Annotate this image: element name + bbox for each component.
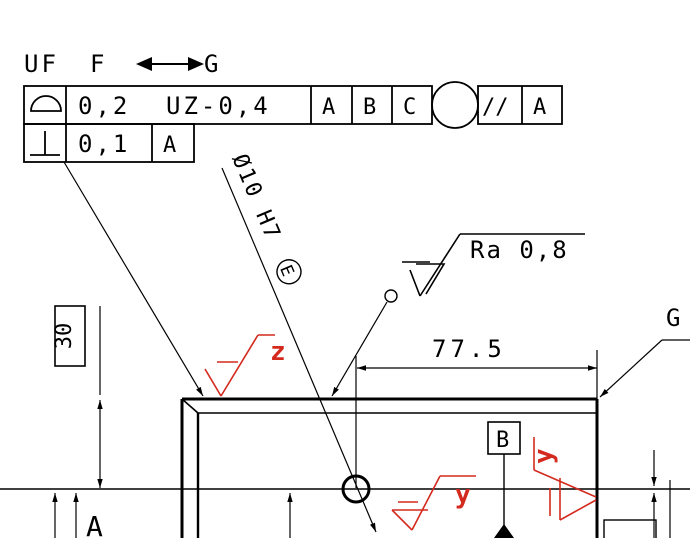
leader-g [599, 339, 663, 398]
perpendicularity-icon [30, 131, 60, 156]
hole-circle [341, 474, 371, 504]
right-box [603, 519, 657, 538]
fcf1-modifier: UZ-0,4 [166, 92, 271, 120]
dimension-30-text: 30 [52, 323, 77, 350]
red-finish-z [204, 334, 275, 397]
envelope-circle [276, 259, 302, 285]
header-f-label: F [90, 50, 104, 78]
feature-control-frame-perpendicularity [23, 123, 195, 163]
profile-of-surface-icon [30, 95, 62, 112]
leader-hole [221, 167, 377, 533]
parallelism-icon: // [482, 95, 509, 120]
hole-callout-text: Ø10 H7 [226, 151, 285, 245]
red-finish-y [391, 475, 476, 531]
fcf2-tolerance: 0,1 [78, 130, 130, 158]
fcf1-datum-c: C [403, 95, 416, 120]
part-outline [0, 397, 690, 538]
header-g-label: G [204, 50, 218, 78]
double-arrow-icon [136, 57, 204, 71]
leader-roughness [331, 301, 388, 397]
leader-fcf2 [63, 161, 204, 397]
roughness-leader-dot [384, 289, 398, 303]
parallelism-datum: A [533, 95, 546, 120]
red-label-z: z [270, 337, 286, 367]
fcf2-datum: A [163, 133, 176, 158]
fcf1-datum-b: B [363, 95, 376, 120]
roughness-value: Ra 0,8 [470, 236, 569, 264]
header-uf-label: UF [24, 50, 59, 78]
datum-b-label: B [496, 428, 509, 453]
circle-icon [431, 81, 479, 129]
surface-finish-icon [402, 233, 585, 297]
dimension-30-box: 30 [52, 305, 86, 367]
parallelism-frame [477, 85, 563, 125]
red-label-y: y [455, 480, 471, 510]
datum-a-label: A [86, 510, 103, 538]
fcf1-tolerance: 0,2 [78, 92, 130, 120]
datum-triangle-icon [494, 524, 514, 538]
fcf1-datum-a: A [322, 95, 335, 120]
hole-callout: Ø10 H7 E [226, 151, 302, 285]
red-finish-y-rotated [533, 437, 597, 521]
red-label-y2: y [529, 448, 559, 464]
edge-g-label: G [666, 304, 680, 332]
dimension-77-5-text: 77.5 [432, 335, 506, 363]
